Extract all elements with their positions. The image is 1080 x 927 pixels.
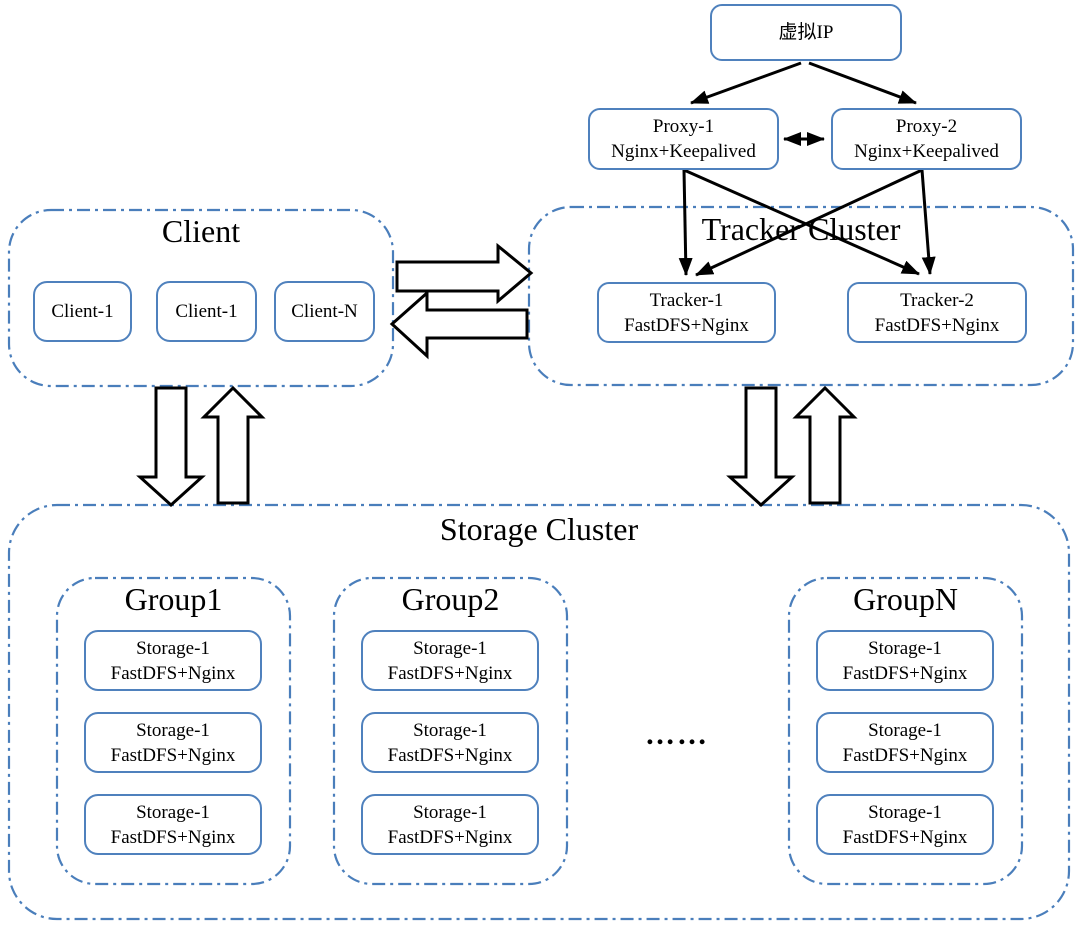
group1-storage1-node: Storage-1 FastDFS+Nginx bbox=[84, 630, 262, 691]
clientn-label: Client-N bbox=[291, 301, 358, 322]
storage-stack: FastDFS+Nginx bbox=[110, 744, 236, 766]
storage-name: Storage-1 bbox=[413, 637, 487, 659]
proxy2-stack: Nginx+Keepalived bbox=[854, 141, 999, 162]
groupn-title: GroupN bbox=[853, 581, 958, 617]
storage-name: Storage-1 bbox=[136, 801, 210, 823]
group2-storage1-node: Storage-1 FastDFS+Nginx bbox=[361, 630, 539, 691]
storage-stack: FastDFS+Nginx bbox=[842, 744, 968, 766]
storage-name: Storage-1 bbox=[136, 637, 210, 659]
group2-storage3-node: Storage-1 FastDFS+Nginx bbox=[361, 794, 539, 855]
storage-name: Storage-1 bbox=[868, 637, 942, 659]
storage-stack: FastDFS+Nginx bbox=[842, 662, 968, 684]
tracker1-node: Tracker-1 FastDFS+Nginx bbox=[597, 282, 776, 343]
tracker2-stack: FastDFS+Nginx bbox=[874, 314, 1000, 336]
storage-name: Storage-1 bbox=[413, 801, 487, 823]
client1-node: Client-1 bbox=[33, 281, 132, 342]
client1-label: Client-1 bbox=[51, 301, 114, 322]
group2-title: Group2 bbox=[401, 581, 500, 617]
storage-name: Storage-1 bbox=[868, 801, 942, 823]
storage-cluster-title: Storage Cluster bbox=[439, 511, 639, 547]
tracker1-name: Tracker-1 bbox=[649, 289, 724, 311]
storage-stack: FastDFS+Nginx bbox=[110, 662, 236, 684]
storage-stack: FastDFS+Nginx bbox=[387, 662, 513, 684]
proxy1-node: Proxy-1 Nginx+Keepalived bbox=[588, 108, 779, 170]
tracker1-stack: FastDFS+Nginx bbox=[624, 314, 749, 336]
proxy2-node: Proxy-2 Nginx+Keepalived bbox=[831, 108, 1022, 170]
groups-ellipsis: …… bbox=[645, 718, 709, 751]
clientn-node: Client-N bbox=[274, 281, 375, 342]
groupn-storage2-node: Storage-1 FastDFS+Nginx bbox=[816, 712, 994, 773]
group2-storage2-node: Storage-1 FastDFS+Nginx bbox=[361, 712, 539, 773]
storage-name: Storage-1 bbox=[868, 719, 942, 741]
block-arrow-client-to-tracker bbox=[395, 242, 534, 305]
storage-stack: FastDFS+Nginx bbox=[387, 744, 513, 766]
group1-storage2-node: Storage-1 FastDFS+Nginx bbox=[84, 712, 262, 773]
tracker2-name: Tracker-2 bbox=[900, 289, 974, 311]
client2-node: Client-1 bbox=[156, 281, 257, 342]
block-arrow-storage-to-client bbox=[200, 385, 266, 505]
group1-title: Group1 bbox=[124, 581, 223, 617]
arrow-vip-to-proxy1 bbox=[690, 61, 802, 105]
tracker2-node: Tracker-2 FastDFS+Nginx bbox=[847, 282, 1027, 343]
tracker-cluster-title: Tracker Cluster bbox=[701, 211, 901, 247]
block-arrow-storage-to-tracker bbox=[792, 385, 858, 505]
storage-name: Storage-1 bbox=[413, 719, 487, 741]
client2-label: Client-1 bbox=[175, 301, 238, 322]
block-arrow-tracker-to-client bbox=[389, 289, 529, 360]
storage-stack: FastDFS+Nginx bbox=[842, 826, 968, 848]
storage-stack: FastDFS+Nginx bbox=[110, 826, 236, 848]
groupn-storage1-node: Storage-1 FastDFS+Nginx bbox=[816, 630, 994, 691]
arrow-vip-to-proxy2 bbox=[808, 61, 917, 105]
groupn-storage3-node: Storage-1 FastDFS+Nginx bbox=[816, 794, 994, 855]
group1-storage3-node: Storage-1 FastDFS+Nginx bbox=[84, 794, 262, 855]
client-cluster-title: Client bbox=[161, 213, 241, 249]
storage-stack: FastDFS+Nginx bbox=[387, 826, 513, 848]
proxy1-name: Proxy-1 bbox=[652, 116, 715, 137]
storage-name: Storage-1 bbox=[136, 719, 210, 741]
virtual-ip-label: 虚拟IP bbox=[778, 22, 834, 43]
proxy2-name: Proxy-2 bbox=[895, 116, 958, 137]
block-arrow-client-to-storage bbox=[136, 386, 206, 508]
virtual-ip-node: 虚拟IP bbox=[710, 4, 902, 61]
proxy1-stack: Nginx+Keepalived bbox=[611, 141, 756, 162]
block-arrow-tracker-to-storage bbox=[726, 386, 796, 508]
